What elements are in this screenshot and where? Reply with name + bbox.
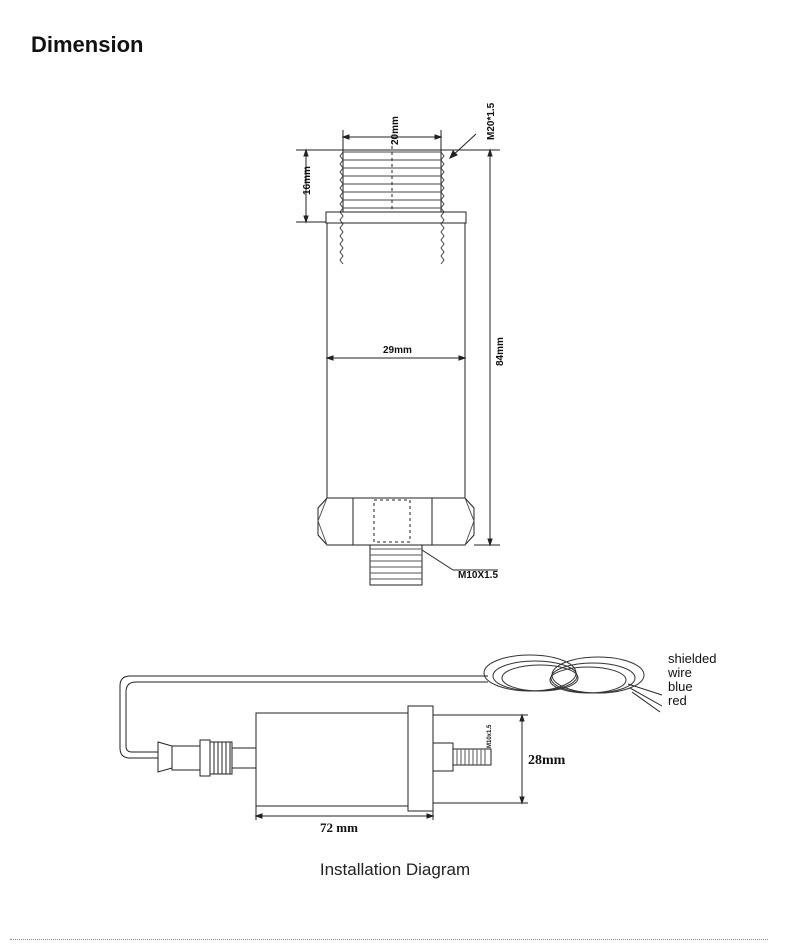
label-fitting-thread: M10x1.5 [487,724,493,748]
label-height: 28mm [528,753,566,768]
label-thread-height: 16mm [302,166,313,195]
main-body [326,222,466,499]
sensor-nut [432,742,454,772]
hex-nut [317,497,475,546]
wire-coil [483,654,645,694]
bottom-thread [369,544,423,586]
label-red: red [668,693,687,708]
flange [325,211,467,224]
label-total-height: 84mm [495,337,506,366]
hidden-bore [373,499,411,543]
page-title: Dimension [31,32,144,57]
label-blue: blue [668,679,693,694]
installation-diagram [119,654,663,820]
divider [10,939,768,940]
label-wire: wire [667,665,692,680]
wire-end [629,687,663,707]
label-bottom-thread: M10X1.5 [458,570,498,581]
wire-end [627,683,663,696]
label-length: 72 mm [320,820,358,835]
connector [157,739,257,777]
cable [125,681,488,753]
label-shielded: shielded [668,651,716,666]
label-thread-spec: M20*1.5 [486,102,497,140]
sensor-fitting [452,748,492,766]
wire-end [631,691,661,713]
leader-line [421,549,454,571]
top-sensor-diagram [296,130,500,586]
sensor-flange [407,705,434,812]
sensor-body [255,712,409,807]
label-thread-width: 20mm [390,116,401,145]
cable [119,675,488,759]
label-body-width: 29mm [383,345,412,356]
installation-caption: Installation Diagram [319,860,471,879]
